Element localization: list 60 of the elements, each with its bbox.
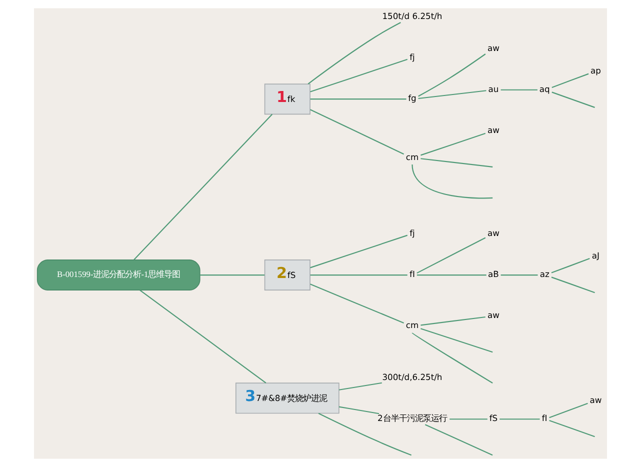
node-text: aJ	[591, 250, 599, 261]
node-text: aB	[488, 269, 498, 280]
connector	[310, 98, 406, 100]
connector	[338, 406, 379, 414]
connector	[500, 274, 538, 276]
node-text: aq	[538, 84, 550, 94]
connector	[548, 402, 588, 418]
node-text: fI	[541, 413, 547, 424]
connector	[424, 424, 492, 456]
connector	[418, 90, 486, 100]
node-text: aw	[487, 125, 499, 136]
connector	[420, 316, 485, 326]
node-text: fj	[409, 228, 414, 238]
node-text: fS	[488, 413, 498, 424]
node-text: ap	[590, 66, 600, 76]
node-text: 2台半干污泥泵运行	[377, 413, 446, 424]
connector	[416, 274, 486, 276]
node-text: aw	[487, 42, 499, 53]
node-box: 2fS	[264, 260, 310, 291]
node-text: 150t/d 6.25t/h	[382, 11, 442, 22]
node-text: aw	[589, 394, 602, 405]
node-text: fI	[409, 269, 414, 280]
node-text: 300t/d,6.25t/h	[382, 372, 442, 382]
connector	[420, 158, 492, 168]
connector	[133, 114, 272, 260]
connector	[548, 420, 594, 438]
connector	[411, 164, 492, 199]
connector	[318, 412, 412, 456]
connector	[420, 132, 486, 156]
node-text: fg	[408, 93, 416, 104]
node-text: au	[488, 84, 498, 94]
connector	[310, 109, 404, 155]
node-box: 3 7#&8#焚烧炉进泥	[234, 382, 339, 414]
node-box: 1fk	[264, 84, 310, 115]
node-text: az	[539, 269, 549, 280]
node-text: aw	[487, 228, 499, 238]
connector	[307, 22, 400, 84]
connector	[310, 274, 407, 276]
node-text: aw	[487, 310, 499, 320]
connector	[416, 237, 486, 274]
connector	[200, 274, 264, 276]
node-box: B-001599-进泥分配分析-1思维导图	[36, 260, 200, 291]
connector	[500, 89, 537, 90]
connector	[499, 418, 540, 420]
node-text: cm	[405, 320, 418, 330]
connector	[338, 382, 382, 390]
connector	[310, 234, 408, 268]
connector	[550, 276, 594, 294]
connector	[310, 58, 408, 92]
connector	[310, 284, 404, 324]
node-text: cm	[405, 152, 418, 162]
connector	[418, 54, 486, 97]
connector	[139, 290, 266, 384]
connector	[550, 258, 590, 274]
connector	[551, 73, 588, 88]
node-text: fj	[409, 52, 414, 62]
connector	[420, 328, 492, 353]
connector	[411, 332, 492, 384]
connector	[449, 418, 487, 420]
connector	[551, 92, 594, 108]
